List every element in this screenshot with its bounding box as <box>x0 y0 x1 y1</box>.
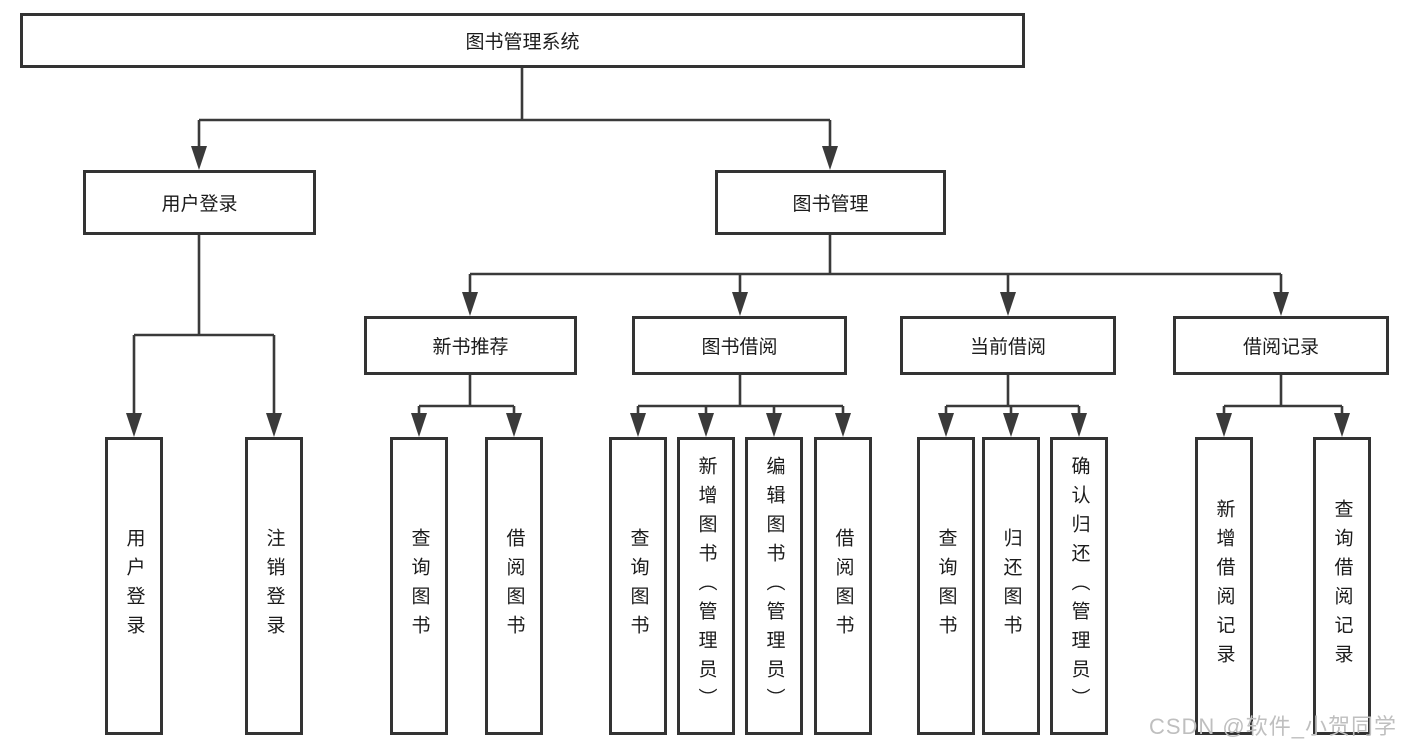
arrow-down-icon <box>835 413 851 437</box>
node-label: 借阅记录 <box>1242 337 1319 358</box>
connector-root-to-level2 <box>197 68 832 150</box>
node-label: 查询借阅记录 <box>1331 499 1353 673</box>
node-current-return-books: 归还图书 <box>982 437 1040 735</box>
node-label: 用户登录 <box>161 194 238 215</box>
arrowheads <box>126 146 1350 437</box>
node-label: 当前借阅 <box>969 337 1046 358</box>
node-label: 新书推荐 <box>432 337 509 358</box>
arrow-down-icon <box>191 146 207 170</box>
node-label: 借阅图书 <box>503 528 525 644</box>
node-borrow-records: 借阅记录 <box>1173 316 1389 375</box>
arrow-down-icon <box>411 413 427 437</box>
arrow-down-icon <box>1273 292 1289 316</box>
connector-mgmt-to-level3 <box>468 235 1283 296</box>
node-borrow-add-books-admin: 新增图书（管理员） <box>677 437 735 735</box>
connector-records-to-leaves <box>1222 375 1344 417</box>
arrow-down-icon <box>766 413 782 437</box>
arrow-down-icon <box>630 413 646 437</box>
node-new-book-recommend: 新书推荐 <box>364 316 577 375</box>
node-label: 新增图书（管理员） <box>695 455 717 717</box>
arrow-down-icon <box>1071 413 1087 437</box>
node-logout-leaf: 注销登录 <box>245 437 303 735</box>
arrow-down-icon <box>822 146 838 170</box>
arrow-down-icon <box>1334 413 1350 437</box>
connector-current-to-leaves <box>944 375 1081 417</box>
arrow-down-icon <box>938 413 954 437</box>
node-library-management-system: 图书管理系统 <box>20 13 1025 68</box>
connector-newbooks-to-leaves <box>417 375 516 417</box>
node-label: 编辑图书（管理员） <box>763 455 785 717</box>
node-user-login-leaf: 用户登录 <box>105 437 163 735</box>
node-label: 图书管理系统 <box>465 32 580 53</box>
arrow-down-icon <box>732 292 748 316</box>
node-label: 查询图书 <box>408 528 430 644</box>
node-label: 查询图书 <box>935 528 957 644</box>
node-current-borrow: 当前借阅 <box>900 316 1116 375</box>
node-newbooks-query-books: 查询图书 <box>390 437 448 735</box>
node-borrow-borrow-books: 借阅图书 <box>814 437 872 735</box>
node-label: 确认归还（管理员） <box>1068 455 1090 717</box>
arrow-down-icon <box>126 413 142 437</box>
node-book-borrow: 图书借阅 <box>632 316 847 375</box>
node-label: 查询图书 <box>627 528 649 644</box>
node-label: 注销登录 <box>263 528 285 644</box>
connector-borrow-to-leaves <box>636 375 845 417</box>
node-borrow-query-books: 查询图书 <box>609 437 667 735</box>
arrow-down-icon <box>1003 413 1019 437</box>
node-label: 借阅图书 <box>832 528 854 644</box>
arrow-down-icon <box>506 413 522 437</box>
node-borrow-edit-books-admin: 编辑图书（管理员） <box>745 437 803 735</box>
connector-login-to-leaves <box>132 235 276 417</box>
node-current-query-books: 查询图书 <box>917 437 975 735</box>
csdn-watermark: CSDN @软件_小贺同学 <box>1148 714 1397 739</box>
node-label: 归还图书 <box>1000 528 1022 644</box>
node-label: 新增借阅记录 <box>1213 499 1235 673</box>
node-newbooks-borrow-books: 借阅图书 <box>485 437 543 735</box>
node-label: 用户登录 <box>123 528 145 644</box>
node-records-add-record: 新增借阅记录 <box>1195 437 1253 735</box>
node-label: 图书管理 <box>792 194 869 215</box>
arrow-down-icon <box>698 413 714 437</box>
arrow-down-icon <box>1216 413 1232 437</box>
node-current-confirm-return-admin: 确认归还（管理员） <box>1050 437 1108 735</box>
node-user-login: 用户登录 <box>83 170 316 235</box>
arrow-down-icon <box>1000 292 1016 316</box>
arrow-down-icon <box>462 292 478 316</box>
node-book-management: 图书管理 <box>715 170 946 235</box>
node-label: 图书借阅 <box>701 337 778 358</box>
arrow-down-icon <box>266 413 282 437</box>
node-records-query-record: 查询借阅记录 <box>1313 437 1371 735</box>
